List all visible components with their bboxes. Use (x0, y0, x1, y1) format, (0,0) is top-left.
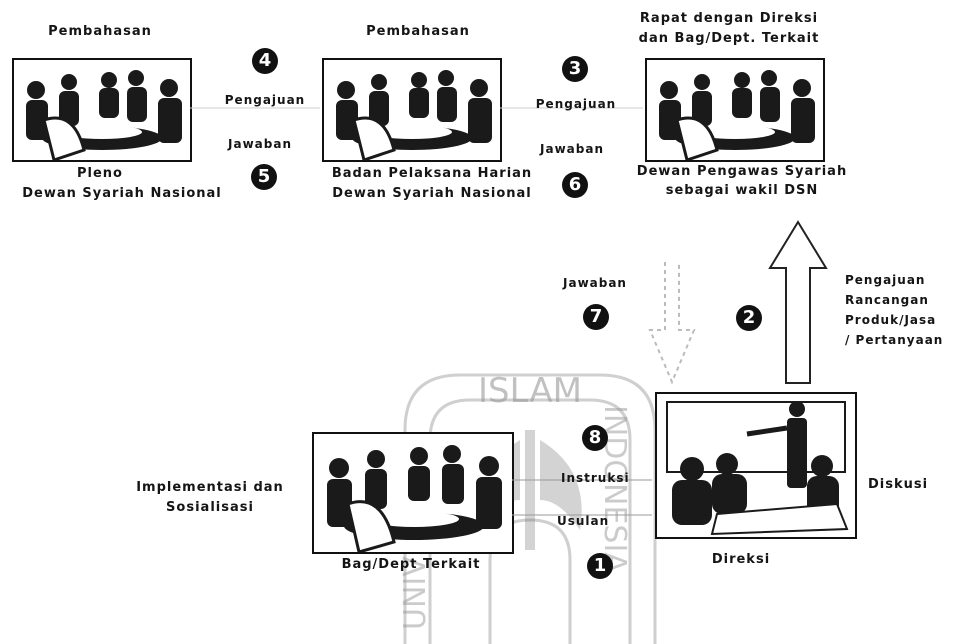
step-8-badge: 8 (582, 425, 608, 451)
step-1-badge: 1 (587, 553, 613, 579)
dps-top-label-1: Rapat dengan Direksi (639, 11, 819, 26)
step-2-badge: 2 (736, 305, 762, 331)
bph-top-label: Pembahasan (366, 24, 470, 39)
pleno-bottom-label-1: Pleno (77, 166, 123, 181)
arrow-up-pengajuan (768, 220, 828, 384)
edge-rancangan-1: Pengajuan (845, 273, 926, 287)
dps-bottom-label-2: sebagai wakil DSN (665, 183, 819, 198)
direksi-side-label: Diskusi (868, 477, 929, 492)
pleno-bottom-label-2: Dewan Syariah Nasional (22, 186, 222, 201)
meeting-photo-bagdept (312, 432, 514, 554)
bagdept-label: Bag/Dept Terkait (341, 557, 481, 572)
step-7-badge: 7 (583, 304, 609, 330)
dps-bottom-label-1: Dewan Pengawas Syariah (636, 164, 848, 179)
dps-top-label-2: dan Bag/Dept. Terkait (638, 31, 820, 46)
edge-jawaban-a: Jawaban (228, 137, 292, 151)
edge-jawaban-b: Jawaban (540, 142, 604, 156)
edge-usulan: Usulan (557, 514, 610, 528)
direksi-label: Direksi (711, 552, 771, 567)
step-4-badge: 4 (252, 48, 278, 74)
meeting-photo-direksi (655, 392, 857, 539)
edge-instruksi: Instruksi (561, 471, 630, 485)
edge-pengajuan-a: Pengajuan (224, 93, 306, 107)
edge-rancangan-2: Rancangan (845, 293, 929, 307)
bph-bottom-label-1: Badan Pelaksana Harian (331, 166, 533, 181)
bagdept-side-label-1: Implementasi dan (136, 480, 284, 495)
edge-rancangan-4: / Pertanyaan (845, 333, 944, 347)
edge-jawaban-c: Jawaban (563, 276, 627, 290)
arrow-down-jawaban (648, 262, 696, 385)
edge-pengajuan-b: Pengajuan (535, 97, 617, 111)
bph-bottom-label-2: Dewan Syariah Nasional (332, 186, 532, 201)
meeting-photo-dps (645, 58, 825, 162)
step-3-badge: 3 (562, 56, 588, 82)
meeting-photo-bph (322, 58, 502, 162)
bagdept-side-label-2: Sosialisasi (166, 500, 254, 515)
meeting-photo-pleno (12, 58, 192, 162)
step-6-badge: 6 (562, 172, 588, 198)
pleno-top-label: Pembahasan (48, 24, 152, 39)
edge-rancangan-3: Produk/Jasa (845, 313, 937, 327)
step-5-badge: 5 (251, 164, 277, 190)
